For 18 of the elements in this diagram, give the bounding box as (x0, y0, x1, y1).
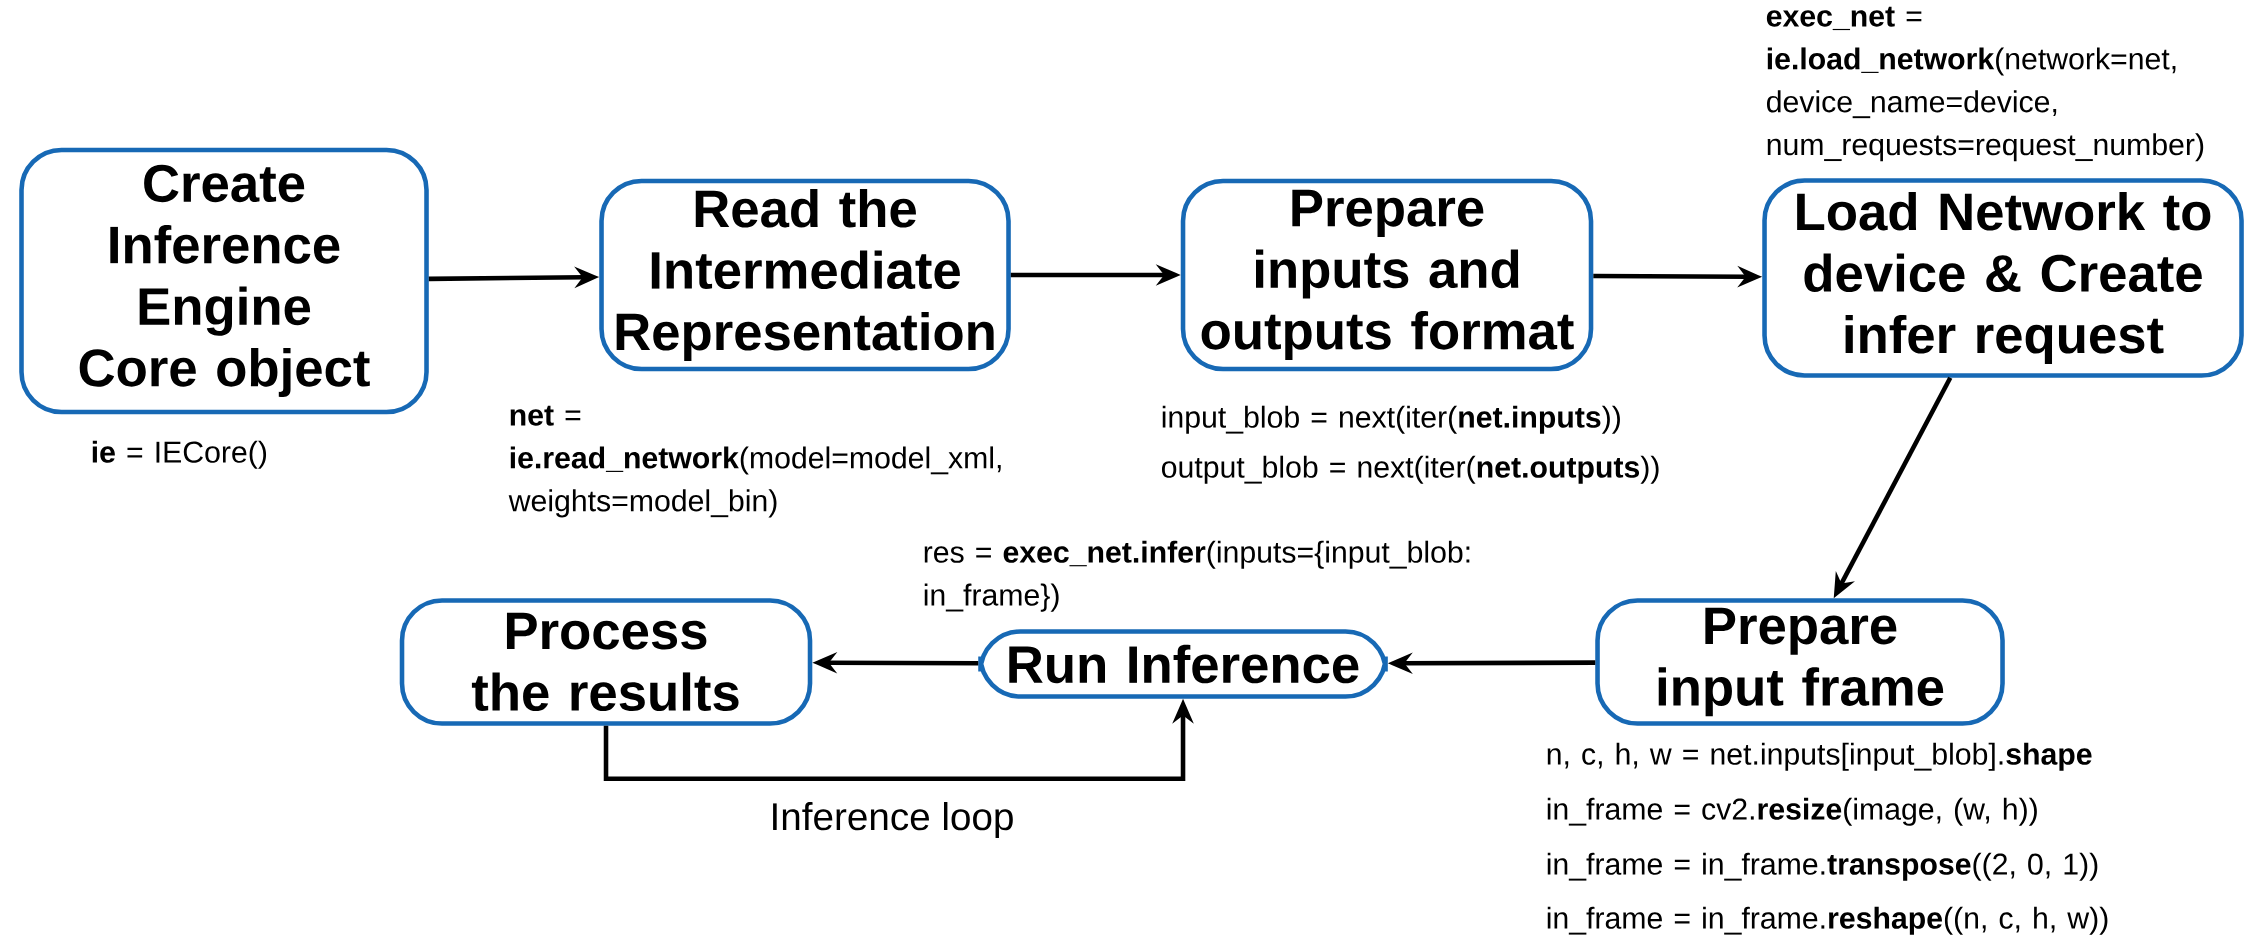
code-annotation: in_frame = in_frame.transpose((2, 0, 1)) (1547, 852, 2098, 881)
process-box: Process the results (399, 598, 813, 726)
process-box: Run Inference (978, 629, 1388, 699)
process-box: Prepare input frame (1595, 598, 2005, 726)
code-annotation: n, c, h, w = net.inputs[input_blob].shape (1547, 742, 2092, 771)
code-annotation: input_blob = next(iter(net.inputs)) (1162, 405, 1620, 434)
code-annotation: res = exec_net.infer(inputs={input_blob: in_frame}) (924, 540, 1470, 612)
process-box: Load Network to device & Create infer request (1762, 178, 2244, 378)
code-annotation: in_frame = cv2.resize(image, (w, h)) (1547, 797, 2037, 826)
process-box: Prepare inputs and outputs format (1180, 178, 1594, 372)
code-annotation: exec_net = ie.load_network(network=net, device_name=device, num_requests=request_number) (1766, 6, 2204, 162)
code-annotation: output_blob = next(iter(net.outputs)) (1162, 455, 1659, 484)
process-box: Create Inference Engine Core object (19, 147, 429, 415)
process-box: Read the Intermediate Representation (599, 178, 1011, 372)
code-annotation: ie = IECore() (92, 440, 267, 469)
code-annotation: net = ie.read_network(model=model_xml, weights=model_bin) (508, 405, 1001, 518)
edge-label: Inference loop (762, 794, 1022, 845)
code-annotation: in_frame = in_frame.reshape((n, c, h, w)) (1547, 906, 2108, 935)
